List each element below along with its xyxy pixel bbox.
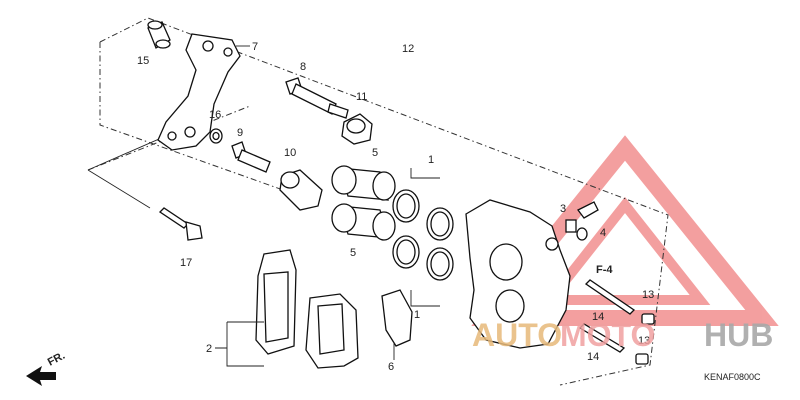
ref-label-f4: F-4 bbox=[596, 264, 613, 276]
caliper-piston-lower bbox=[331, 203, 396, 241]
callout-5b: 5 bbox=[350, 247, 356, 259]
brake-pad-inner bbox=[305, 293, 359, 369]
callout-17: 17 bbox=[180, 257, 192, 269]
bracket-sleeve bbox=[147, 20, 171, 49]
direction-label: FR. bbox=[46, 350, 67, 369]
watermark-moto: MOTO bbox=[560, 317, 655, 353]
bleeder-valve bbox=[565, 201, 599, 233]
diagram-code: KENAF0800C bbox=[704, 372, 761, 382]
callout-11: 11 bbox=[356, 91, 367, 103]
callout-16: 16 bbox=[209, 109, 221, 121]
watermark-hub: HUB bbox=[704, 317, 773, 353]
callout-8: 8 bbox=[300, 61, 306, 73]
brake-pad-outer bbox=[255, 249, 297, 355]
callout-14b: 14 bbox=[587, 351, 599, 363]
callout-15: 15 bbox=[137, 55, 149, 67]
pad-spring bbox=[381, 289, 413, 347]
callout-13: 13 bbox=[642, 289, 654, 301]
dust-boot-upper bbox=[341, 113, 373, 145]
caliper-piston-upper bbox=[331, 165, 396, 201]
piston-seals bbox=[392, 189, 454, 281]
callout-10: 10 bbox=[284, 147, 296, 159]
callout-2: 2 bbox=[206, 343, 212, 355]
pin-bolt-upper bbox=[285, 77, 349, 119]
pin-bolt-lower bbox=[231, 141, 271, 173]
caliper-bracket bbox=[157, 33, 241, 151]
front-direction-arrow bbox=[26, 366, 56, 386]
watermark-auto: AUTO bbox=[472, 317, 562, 353]
callout-12: 12 bbox=[402, 43, 414, 55]
callout-3: 3 bbox=[560, 203, 566, 215]
pin-plug-lower bbox=[635, 353, 649, 365]
bleeder-cap bbox=[576, 227, 588, 241]
watermark-logo: AUTO MOTO HUB bbox=[472, 317, 773, 353]
callout-7: 7 bbox=[252, 41, 258, 53]
callout-14: 14 bbox=[592, 311, 604, 323]
callout-13b: 13 bbox=[638, 335, 650, 347]
dust-boot-lower bbox=[279, 169, 323, 211]
watermark-triangle bbox=[471, 135, 779, 326]
callout-5: 5 bbox=[372, 147, 378, 159]
pad-pin-upper bbox=[584, 279, 636, 315]
callout-6: 6 bbox=[388, 361, 394, 373]
callout-9: 9 bbox=[237, 127, 243, 139]
mounting-bolt bbox=[158, 207, 203, 241]
pin-plug-upper bbox=[641, 313, 655, 325]
callout-1: 1 bbox=[428, 154, 434, 166]
callout-4: 4 bbox=[600, 227, 606, 239]
callout-1b: 1 bbox=[414, 309, 420, 321]
pad-pin-lower bbox=[578, 323, 626, 353]
bolt-guide-line bbox=[87, 105, 251, 171]
dust-boot-small bbox=[209, 128, 223, 144]
assembly-outline bbox=[99, 17, 669, 386]
caliper-body bbox=[465, 199, 571, 349]
